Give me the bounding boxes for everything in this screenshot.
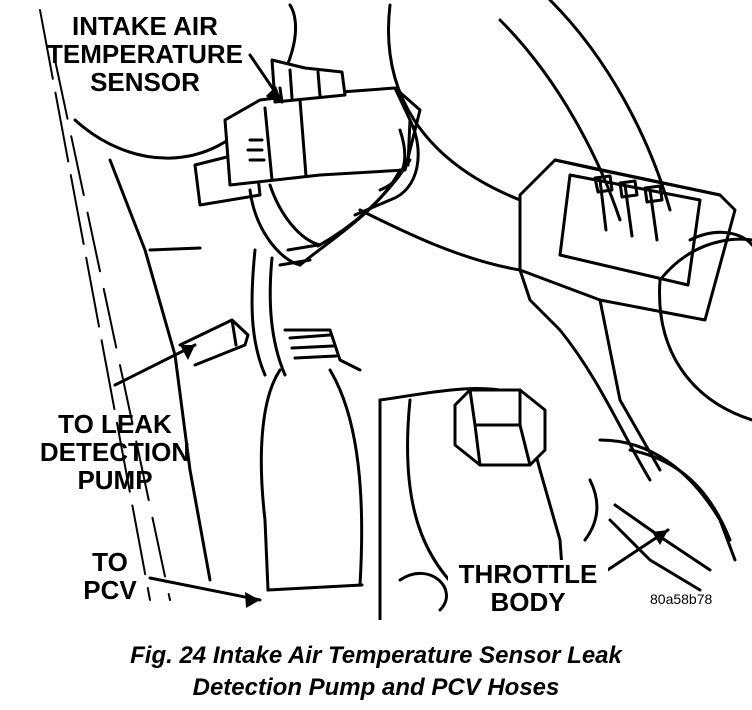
figure-code: 80a58b78	[650, 591, 713, 607]
dashed-line-left-2	[54, 59, 171, 601]
arrow-pcv	[148, 576, 262, 602]
intake-air-temperature-sensor	[193, 58, 422, 207]
arrow-leak-pump	[113, 343, 197, 387]
label-leak-detection-pump: TO LEAK DETECTION PUMP	[39, 409, 191, 495]
bolt-head	[453, 388, 547, 467]
label-intake-air-temperature-sensor: INTAKE AIR TEMPERATURE SENSOR	[47, 11, 243, 97]
dashed-line-left	[39, 9, 151, 601]
pcv-hose	[259, 328, 364, 592]
leak-detection-hose	[178, 158, 412, 377]
throttle-position-connector	[518, 158, 737, 322]
figure-caption-line1: Fig. 24 Intake Air Temperature Sensor Le…	[130, 642, 622, 669]
engine-diagram	[39, 0, 752, 620]
right-housing	[658, 237, 752, 422]
figure-caption-line2: Detection Pump and PCV Hoses	[192, 674, 560, 701]
sensor-wire	[353, 118, 420, 217]
label-to-pcv: TO PCV	[83, 547, 137, 605]
label-throttle-body: THROTTLE BODY	[448, 560, 608, 616]
